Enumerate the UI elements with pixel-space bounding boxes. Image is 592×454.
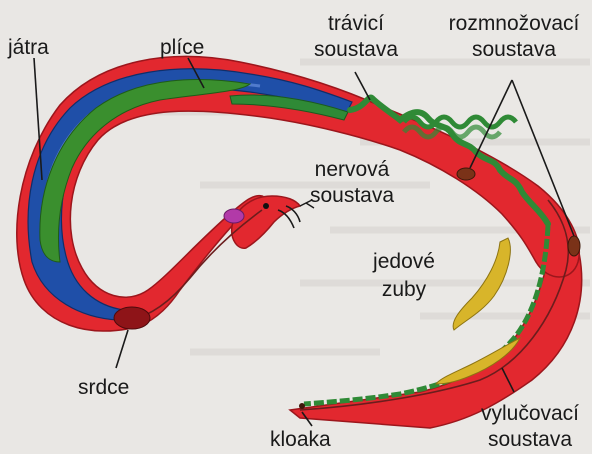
snake-eye [263,203,269,209]
label-jedove-line2: zuby [382,278,427,301]
label-travici-line1: trávicí [328,12,384,35]
label-vylucovaci-line2: soustava [488,428,572,451]
gonad-right [568,236,580,256]
label-kloaka: kloaka [270,428,331,451]
cloaca-mark [299,403,305,409]
label-rozmnozovaci-line1: rozmnožovací [449,12,580,35]
venom-gland [224,209,244,223]
heart-organ [114,307,150,329]
label-jatra: játra [7,36,49,59]
label-plice: plíce [160,36,204,59]
label-nervova-line1: nervová [315,158,390,181]
label-srdce: srdce [78,376,129,399]
label-vylucovaci-line1: vylučovací [481,402,579,425]
label-travici-line2: soustava [314,38,398,61]
label-jedove-line1: jedové [372,250,435,273]
gonad-left [457,168,475,180]
label-nervova-line2: soustava [310,184,394,207]
label-rozmnozovaci-line2: soustava [472,38,556,61]
